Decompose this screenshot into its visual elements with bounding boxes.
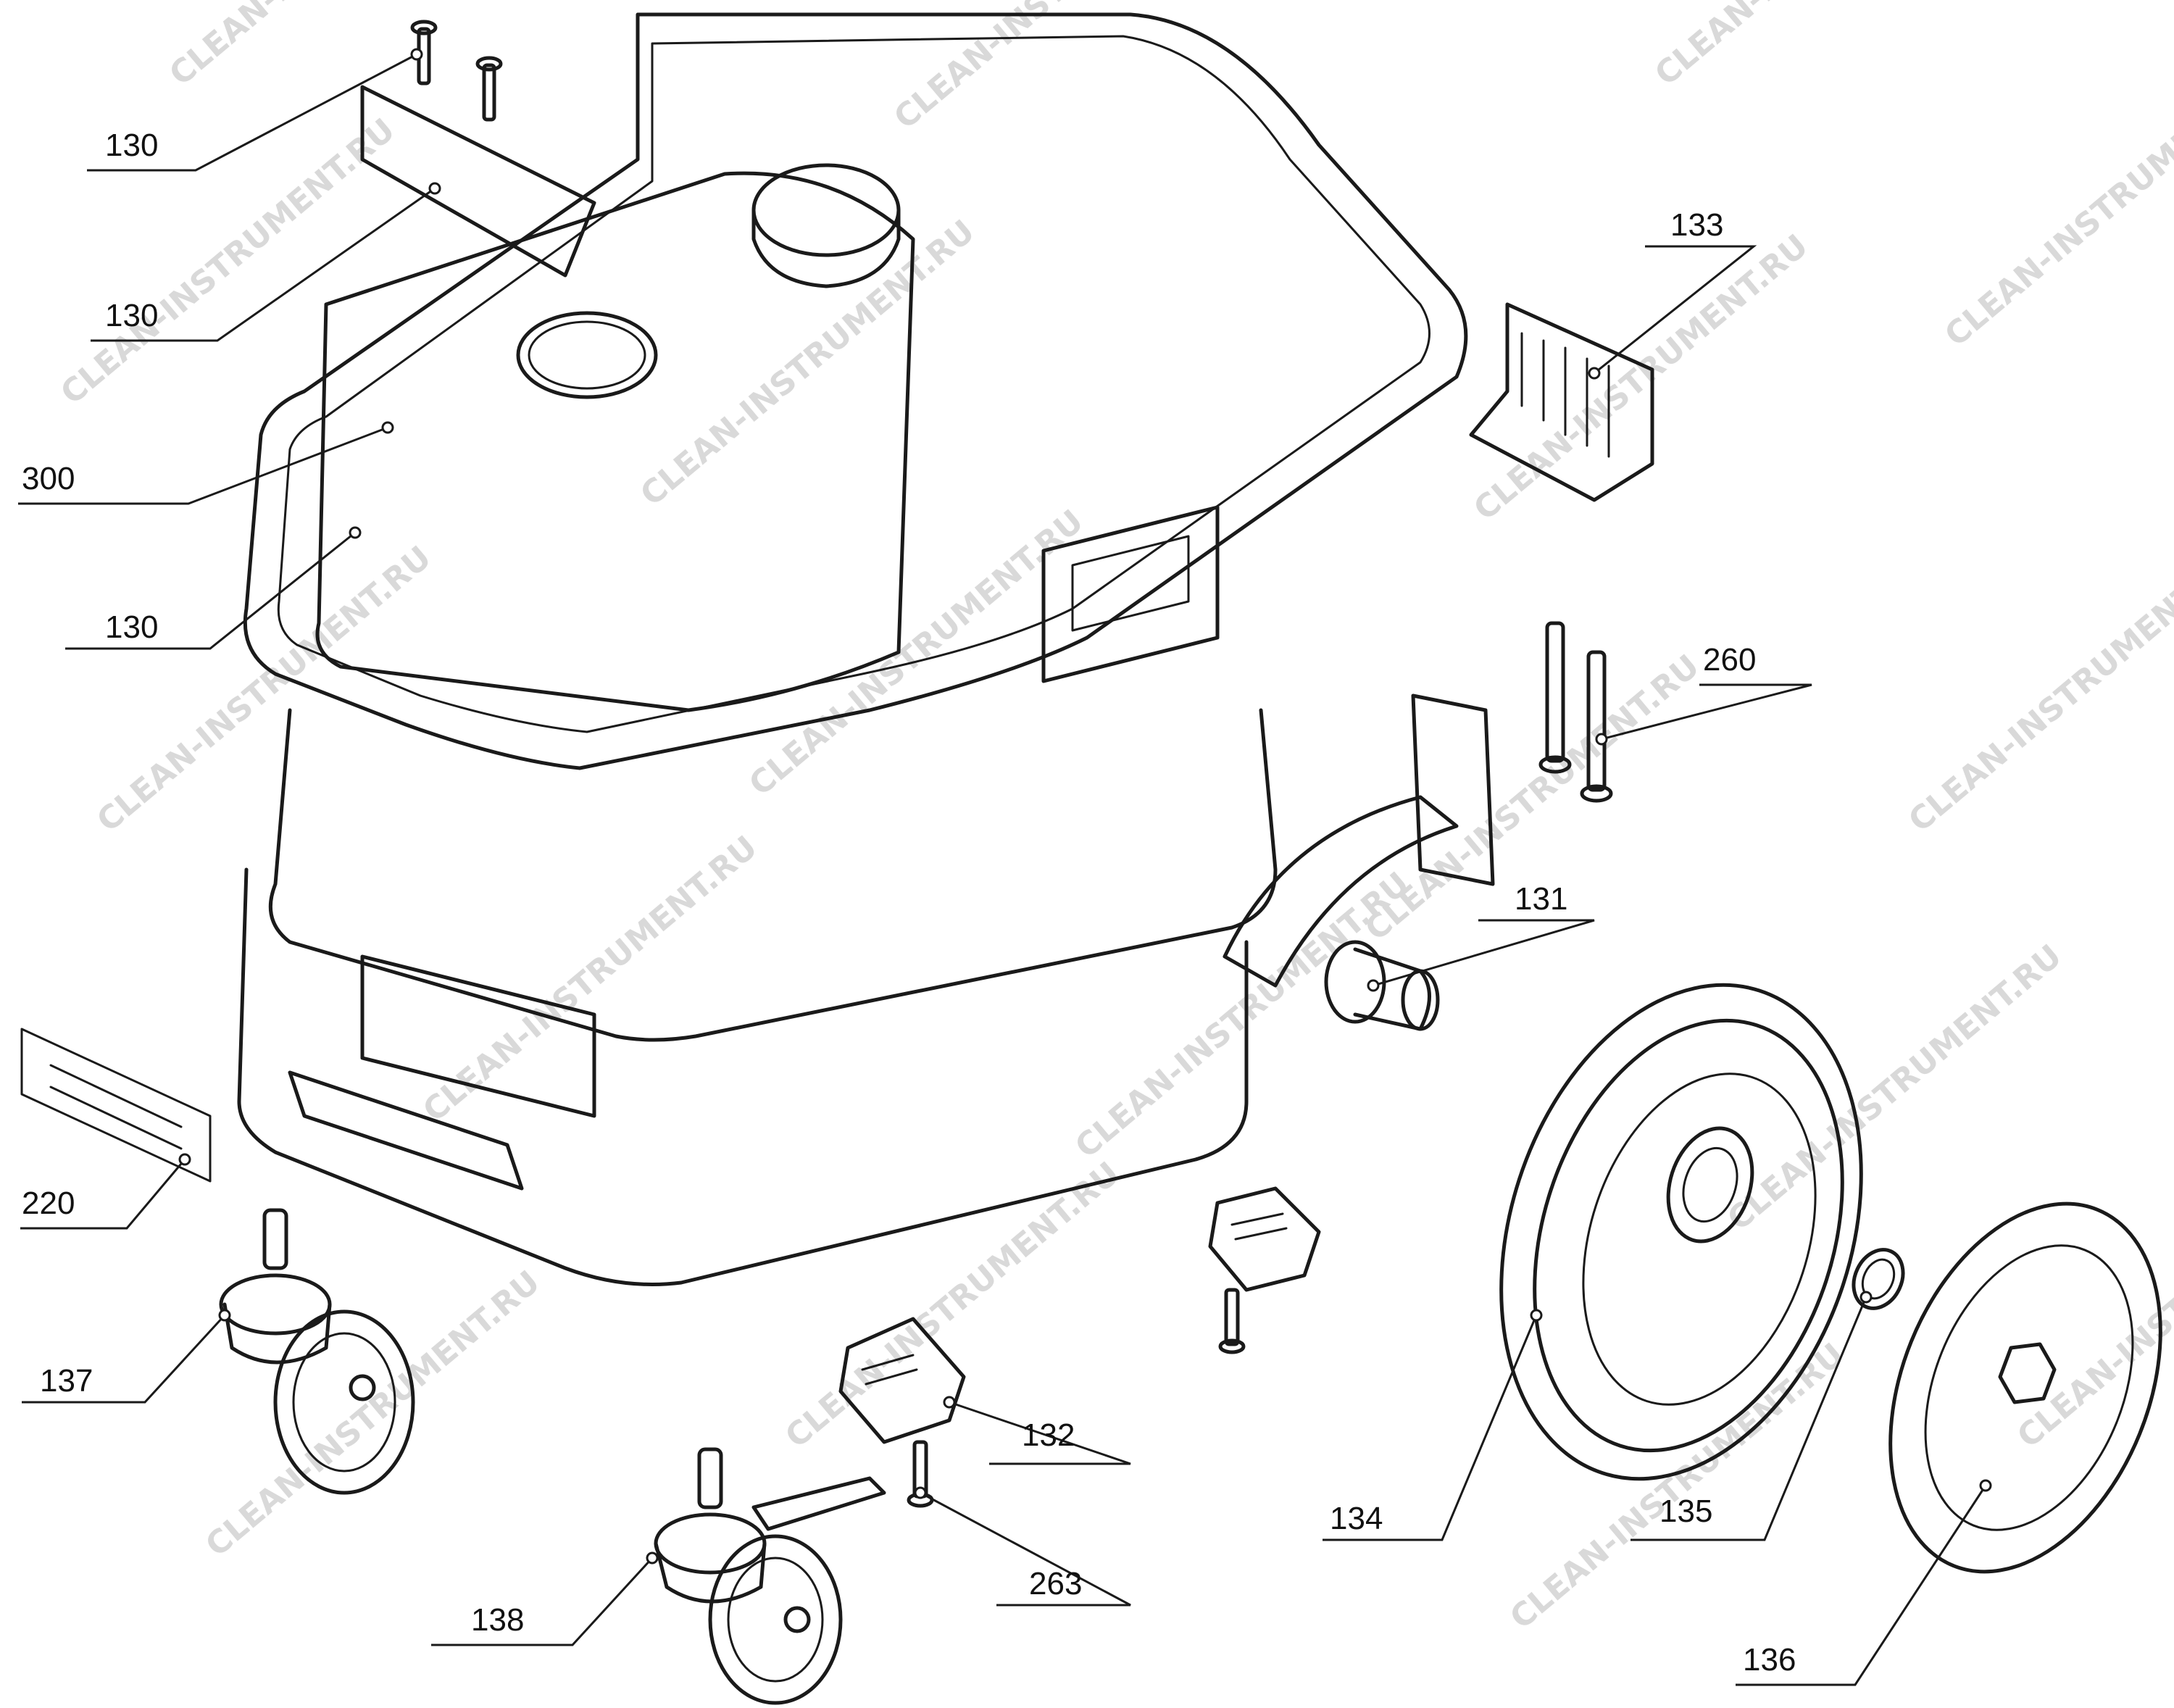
leader-line-130b bbox=[91, 187, 436, 342]
rating-label-plate bbox=[20, 1028, 212, 1183]
leader-anchor-130a bbox=[410, 48, 423, 61]
watermark-text: CLEAN-INSTRUMENT.RU bbox=[1648, 0, 1996, 93]
callout-label-137: 137 bbox=[40, 1363, 93, 1399]
swivel-caster-left bbox=[219, 1208, 415, 1495]
callout-label-134: 134 bbox=[1330, 1501, 1383, 1536]
leader-anchor-220 bbox=[178, 1153, 191, 1166]
leader-anchor-138 bbox=[646, 1551, 659, 1565]
leader-anchor-131 bbox=[1367, 979, 1380, 992]
callout-label-135: 135 bbox=[1659, 1494, 1712, 1529]
leader-line-130a bbox=[87, 53, 417, 172]
leader-anchor-260 bbox=[1595, 733, 1608, 746]
leader-anchor-133 bbox=[1588, 367, 1601, 380]
leader-line-220 bbox=[20, 1159, 186, 1230]
watermark-text: CLEAN-INSTRUMENT.RU bbox=[90, 539, 438, 840]
long-screws bbox=[1538, 621, 1613, 803]
leader-anchor-300 bbox=[381, 421, 394, 434]
callout-label-138: 138 bbox=[471, 1602, 524, 1638]
caster-bracket-rear bbox=[1208, 1186, 1321, 1354]
callout-label-132: 132 bbox=[1022, 1417, 1075, 1453]
callout-label-133: 133 bbox=[1670, 207, 1723, 243]
watermark-text: CLEAN-INSTRUMENT.RU bbox=[1503, 1336, 1851, 1637]
wheel-hubcap bbox=[1888, 1201, 2162, 1574]
swivel-caster-brake bbox=[654, 1447, 886, 1705]
leader-anchor-137 bbox=[218, 1309, 231, 1322]
callout-label-130c: 130 bbox=[105, 609, 158, 645]
callout-label-131: 131 bbox=[1515, 881, 1567, 917]
watermark-text: CLEAN-INSTRUMENT.RU bbox=[1467, 228, 1815, 528]
callout-layer: 130 130 300 130 220 137 138 263 132 133 260 131 134 1… bbox=[18, 48, 1992, 1686]
leader-line-135 bbox=[1630, 1296, 1867, 1541]
leader-anchor-134 bbox=[1530, 1309, 1543, 1322]
leader-line-263 bbox=[920, 1491, 1131, 1607]
container-body bbox=[237, 12, 1495, 1286]
callout-label-263: 263 bbox=[1029, 1566, 1082, 1601]
leader-line-133 bbox=[1594, 245, 1757, 375]
leader-line-300 bbox=[18, 426, 388, 505]
callout-label-136: 136 bbox=[1743, 1642, 1796, 1678]
leader-line-260 bbox=[1601, 683, 1812, 741]
watermark-text: CLEAN-INSTRUMENT.RU bbox=[742, 503, 1090, 804]
leader-anchor-130b bbox=[428, 182, 441, 195]
leader-anchor-135 bbox=[1859, 1291, 1873, 1304]
leader-anchor-263 bbox=[914, 1486, 927, 1499]
watermark-text: CLEAN-INSTRUMENT.RU bbox=[199, 1264, 546, 1565]
callout-label-130b: 130 bbox=[105, 298, 158, 333]
watermark-text: CLEAN-INSTRUMENT.RU bbox=[1902, 539, 2174, 840]
callout-label-260: 260 bbox=[1703, 642, 1756, 678]
watermark-text: CLEAN-INSTRUMENT.RU bbox=[162, 0, 510, 93]
leader-line-131 bbox=[1373, 919, 1595, 987]
callout-label-220: 220 bbox=[22, 1186, 75, 1221]
callout-label-300: 300 bbox=[22, 461, 75, 496]
top-screws bbox=[410, 20, 503, 122]
leader-line-134 bbox=[1323, 1315, 1538, 1541]
leader-line-137 bbox=[22, 1314, 226, 1404]
leader-anchor-130c bbox=[349, 526, 362, 539]
leader-line-136 bbox=[1736, 1485, 1987, 1686]
leader-line-138 bbox=[431, 1557, 654, 1646]
leader-line-132 bbox=[949, 1401, 1131, 1465]
watermark-text: CLEAN-INSTRUMENT.RU bbox=[633, 213, 981, 514]
rear-wheel bbox=[1499, 983, 1863, 1481]
callout-label-130a: 130 bbox=[105, 128, 158, 163]
leader-anchor-132 bbox=[943, 1396, 956, 1409]
leader-line-130c bbox=[65, 531, 356, 650]
leader-anchor-136 bbox=[1979, 1479, 1992, 1492]
hose-clip-bracket bbox=[1469, 302, 1654, 502]
watermark-text: CLEAN-INSTRUMENT.RU bbox=[1938, 54, 2174, 354]
watermark-text: CLEAN-INSTRUMENT.RU bbox=[887, 0, 1235, 136]
retaining-ring bbox=[1852, 1248, 1905, 1310]
